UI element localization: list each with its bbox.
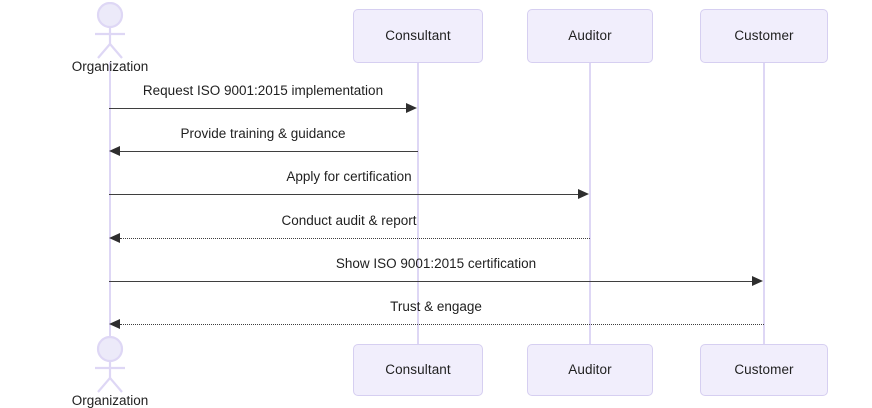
message-label-3: Apply for certification bbox=[286, 169, 412, 184]
actor-label-organization-top: Organization bbox=[71, 59, 149, 74]
message-line-6 bbox=[120, 324, 764, 325]
message-label-2: Provide training & guidance bbox=[180, 126, 346, 141]
message-arrowhead-5 bbox=[752, 276, 763, 286]
message-label-1: Request ISO 9001:2015 implementation bbox=[142, 83, 384, 98]
message-arrowhead-2 bbox=[109, 146, 120, 156]
lifeline-customer bbox=[763, 63, 765, 344]
actor-leg-right-icon bbox=[109, 377, 123, 393]
participant-label-consultant-top: Consultant bbox=[385, 28, 451, 44]
message-line-5 bbox=[109, 281, 758, 282]
participant-label-consultant-bottom: Consultant bbox=[385, 362, 451, 378]
participant-label-customer-bottom: Customer bbox=[734, 362, 794, 378]
message-line-2 bbox=[120, 151, 418, 152]
participant-label-auditor-bottom: Auditor bbox=[568, 362, 612, 378]
message-arrowhead-3 bbox=[578, 189, 589, 199]
participant-label-customer-top: Customer bbox=[734, 28, 794, 44]
actor-organization-top[interactable] bbox=[88, 2, 132, 60]
participant-box-customer-top[interactable]: Customer bbox=[700, 9, 828, 63]
actor-leg-left-icon bbox=[97, 43, 111, 59]
message-line-4 bbox=[120, 238, 590, 239]
actor-leg-left-icon bbox=[97, 377, 111, 393]
participant-box-customer-bottom[interactable]: Customer bbox=[700, 344, 828, 396]
participant-label-auditor-top: Auditor bbox=[568, 28, 612, 44]
message-arrowhead-4 bbox=[109, 233, 120, 243]
lifeline-auditor bbox=[589, 63, 591, 344]
participant-box-auditor-top[interactable]: Auditor bbox=[527, 9, 653, 63]
message-arrowhead-6 bbox=[109, 319, 120, 329]
participant-box-consultant-top[interactable]: Consultant bbox=[353, 9, 483, 63]
actor-head-icon bbox=[96, 336, 124, 363]
message-label-4: Conduct audit & report bbox=[281, 213, 417, 228]
message-line-1 bbox=[109, 108, 412, 109]
message-line-3 bbox=[109, 194, 584, 195]
actor-head-icon bbox=[96, 2, 124, 29]
lifeline-organization bbox=[109, 62, 111, 344]
actor-label-organization-bottom: Organization bbox=[71, 393, 149, 408]
lifeline-consultant bbox=[417, 63, 419, 344]
participant-box-consultant-bottom[interactable]: Consultant bbox=[353, 344, 483, 396]
actor-organization-bottom[interactable] bbox=[88, 336, 132, 394]
participant-box-auditor-bottom[interactable]: Auditor bbox=[527, 344, 653, 396]
message-label-6: Trust & engage bbox=[390, 299, 482, 314]
actor-leg-right-icon bbox=[109, 43, 123, 59]
message-label-5: Show ISO 9001:2015 certification bbox=[335, 256, 537, 271]
message-arrowhead-1 bbox=[406, 103, 417, 113]
